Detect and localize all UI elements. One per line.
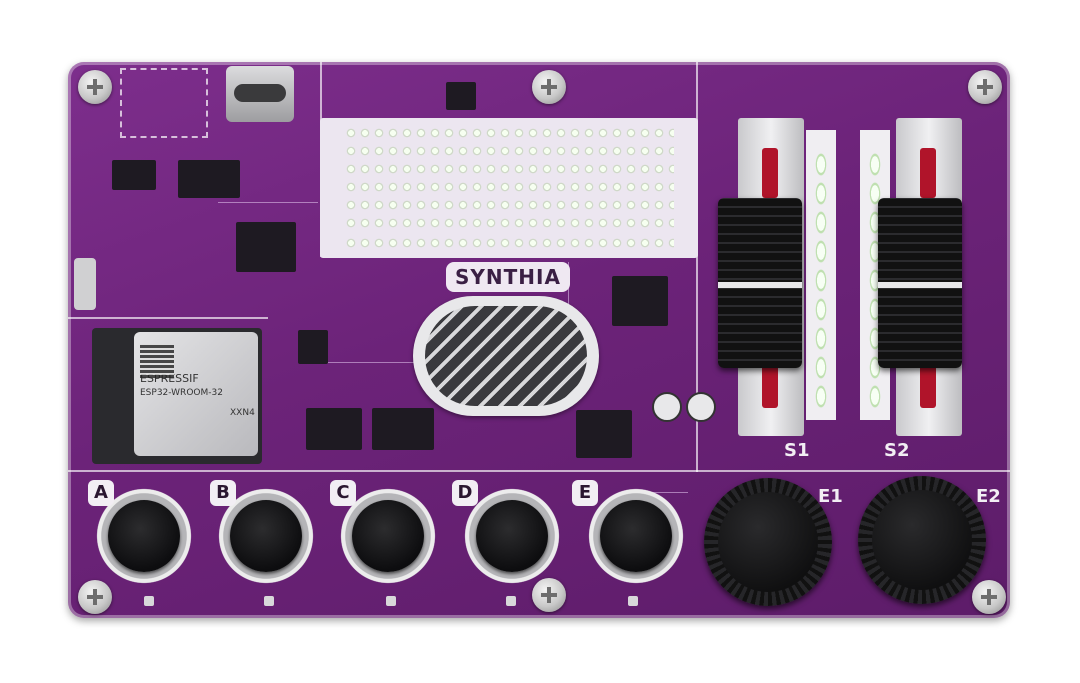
screw-icon: [78, 580, 112, 614]
ic-chip-74hc164d: [370, 403, 436, 455]
screw-icon: [972, 580, 1006, 614]
led-grid: [344, 124, 674, 232]
qr-code-icon: [140, 344, 174, 378]
button-c-label: C: [330, 480, 356, 506]
encoder-e1-label: E1: [818, 486, 843, 507]
button-b[interactable]: [216, 486, 316, 586]
button-b-label: B: [210, 480, 236, 506]
antenna-keepout: [120, 68, 208, 138]
button-a[interactable]: [94, 486, 194, 586]
speaker: [413, 296, 599, 416]
ic-chip: [446, 82, 476, 110]
encoder-e1-knob[interactable]: [704, 478, 832, 606]
ic-chip: [234, 217, 298, 277]
ic-chip-74hc164d: [574, 405, 634, 463]
slider-s2-label: S2: [884, 440, 910, 461]
ic-chip: [296, 325, 330, 369]
led-row: [344, 236, 674, 250]
screw-icon: [968, 70, 1002, 104]
slider-s1-knob[interactable]: [718, 198, 802, 368]
slider-s1-led-strip: [806, 130, 836, 420]
slider-s1-label: S1: [784, 440, 810, 461]
screw-icon: [532, 70, 566, 104]
capacitor: [686, 392, 716, 422]
power-switch[interactable]: [74, 258, 96, 310]
slider-s2-knob[interactable]: [878, 198, 962, 368]
board-logo: SYNTHIA: [446, 262, 570, 292]
led-matrix: [320, 118, 698, 258]
screw-icon: [532, 578, 566, 612]
module-model: ESP32-WROOM-32: [140, 388, 223, 398]
button-e[interactable]: [586, 486, 686, 586]
module-shield: ESPRESSIF ESP32-WROOM-32 XXN4: [134, 332, 258, 456]
screw-icon: [78, 70, 112, 104]
silk-line: [68, 317, 268, 319]
encoder-e2-label: E2: [976, 486, 1001, 507]
module-code: XXN4: [230, 408, 255, 418]
silk-line: [68, 470, 1010, 472]
ic-chip: [176, 155, 242, 203]
silk-line: [696, 62, 698, 472]
usb-c-port[interactable]: [226, 66, 294, 122]
button-a-label: A: [88, 480, 114, 506]
ic-chip-74hc164d: [610, 271, 670, 331]
encoder-e2-knob[interactable]: [858, 476, 986, 604]
ic-chip: [110, 155, 158, 195]
ic-chip-74hc164d: [304, 403, 364, 455]
button-d-label: D: [452, 480, 478, 506]
capacitor: [652, 392, 682, 422]
button-e-label: E: [572, 480, 598, 506]
esp32-module: ESPRESSIF ESP32-WROOM-32 XXN4: [92, 328, 262, 464]
button-d[interactable]: [462, 486, 562, 586]
speaker-grille: [425, 306, 587, 406]
